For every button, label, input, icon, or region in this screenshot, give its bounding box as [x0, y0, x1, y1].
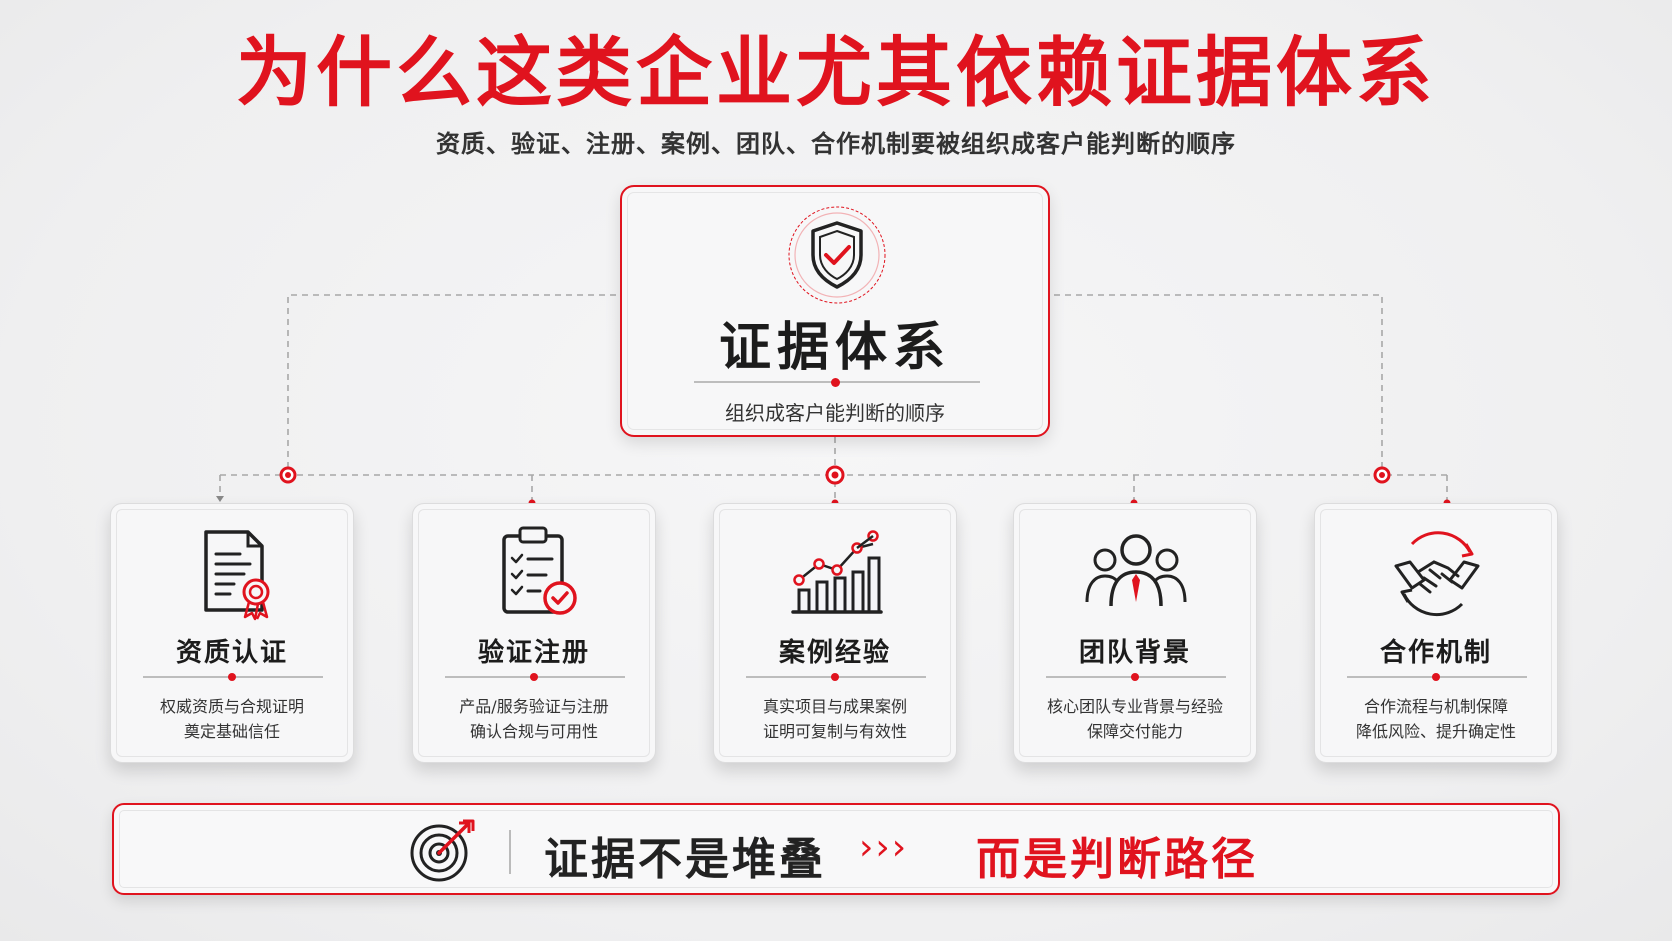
growth-chart-icon: [791, 530, 883, 614]
hub-title: 证据体系: [718, 318, 951, 378]
card-divider-dot: [1131, 673, 1139, 681]
card-divider-dot: [831, 673, 839, 681]
handshake-icon: [1394, 531, 1480, 617]
card-verification: 验证注册 产品/服务验证与注册 确认合规与可用性: [412, 503, 656, 763]
team-icon: [1085, 534, 1187, 607]
card-description: 核心团队专业背景与经验 保障交付能力: [1014, 694, 1256, 744]
card-description-line: 证明可复制与有效性: [762, 722, 907, 741]
banner-arrows: ›››: [859, 827, 909, 868]
card-description-line: 真实项目与成果案例: [762, 697, 907, 716]
hub-card: 证据体系 组织成客户能判断的顺序: [620, 185, 1050, 437]
banner-left-text: 证据不是堆叠: [544, 834, 826, 885]
card-description-line: 合作流程与机制保障: [1363, 697, 1508, 716]
page-subtitle: 资质、验证、注册、案例、团队、合作机制要被组织成客户能判断的顺序: [436, 130, 1236, 158]
card-description-line: 确认合规与可用性: [469, 722, 598, 741]
certificate-document-icon: [204, 530, 270, 621]
card-description: 权威资质与合规证明 奠定基础信任: [111, 694, 353, 744]
card-description-line: 产品/服务验证与注册: [459, 697, 609, 716]
card-description-line: 保障交付能力: [1086, 722, 1183, 741]
card-title: 合作机制: [1379, 638, 1492, 668]
card-description-line: 核心团队专业背景与经验: [1046, 697, 1223, 716]
card-divider-dot: [530, 673, 538, 681]
hub-subtitle: 组织成客户能判断的顺序: [725, 401, 945, 425]
card-cases: 案例经验 真实项目与成果案例 证明可复制与有效性: [713, 503, 957, 763]
card-divider-dot: [228, 673, 236, 681]
card-cooperation: 合作机制 合作流程与机制保障 降低风险、提升确定性: [1314, 503, 1558, 763]
clipboard-check-icon: [502, 526, 577, 615]
card-description: 产品/服务验证与注册 确认合规与可用性: [413, 694, 655, 744]
hub-divider-dot: [831, 378, 840, 387]
page-title: 为什么这类企业尤其依赖证据体系: [236, 28, 1436, 117]
target-icon: [410, 819, 475, 882]
card-description: 真实项目与成果案例 证明可复制与有效性: [714, 694, 956, 744]
card-description: 合作流程与机制保障 降低风险、提升确定性: [1315, 694, 1557, 744]
card-description-line: 权威资质与合规证明: [159, 697, 304, 716]
card-description-line: 降低风险、提升确定性: [1355, 722, 1516, 741]
banner-separator: [509, 830, 511, 874]
card-qualification: 资质认证 权威资质与合规证明 奠定基础信任: [110, 503, 354, 763]
card-divider-dot: [1432, 673, 1440, 681]
card-team: 团队背景 核心团队专业背景与经验 保障交付能力: [1013, 503, 1257, 763]
card-title: 验证注册: [477, 638, 590, 668]
card-title: 资质认证: [175, 638, 288, 668]
shield-check-icon: [788, 206, 886, 304]
card-title: 案例经验: [778, 638, 891, 668]
card-title: 团队背景: [1078, 638, 1191, 668]
banner-right-text: 而是判断路径: [976, 834, 1258, 885]
conclusion-banner: 证据不是堆叠 ››› 而是判断路径: [112, 803, 1560, 895]
card-description-line: 奠定基础信任: [183, 722, 280, 741]
